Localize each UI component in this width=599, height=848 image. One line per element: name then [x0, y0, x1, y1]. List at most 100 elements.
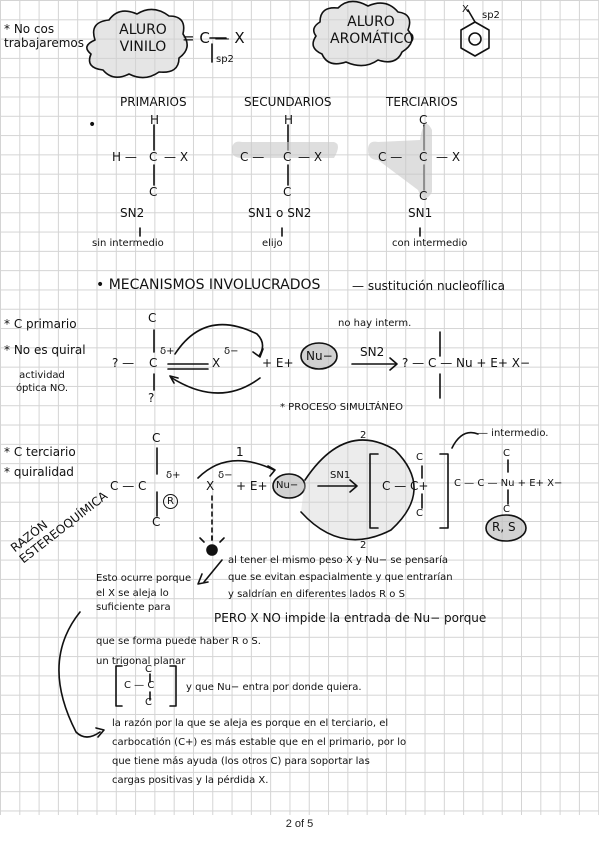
primary-reactant-c: C — [149, 356, 158, 370]
rs-circle — [485, 514, 527, 542]
class-bottom-tertiary: C — [419, 189, 428, 203]
benzene-ring — [460, 21, 490, 57]
tertiary-reactant-x: X — [206, 479, 215, 493]
primary-process: * PROCESO SIMULTÁNEO — [280, 402, 404, 413]
class-right-primary: — X — [164, 150, 189, 164]
primary-electrophile: + E+ — [262, 356, 294, 370]
cloud-aromatic-outline — [312, 0, 413, 67]
mechanisms-subtitle: — sustitución nucleofílica — [352, 279, 506, 293]
product-c-bottom: C — [503, 504, 510, 515]
class-top-primary: H — [150, 113, 160, 127]
vinyl-formula: = C — X — [182, 29, 245, 47]
planar-formula: C — C — [124, 680, 155, 691]
class-left-tertiary: C — — [378, 150, 403, 164]
primary-product: ? — C — Nu + E+ X− — [402, 356, 530, 370]
class-title-tertiary: TERCIARIOS — [386, 95, 458, 109]
class-center-tertiary: C — [419, 150, 428, 164]
tertiary-delta-minus: δ− — [218, 470, 233, 481]
primary-c-top: C — [148, 311, 157, 325]
cloud-vinyl-outline — [86, 8, 188, 79]
primary-delta-plus: δ+ — [160, 346, 175, 357]
explanation-side-note: Esto ocurre porque el X se aleja lo sufi… — [96, 573, 192, 613]
carbocation-c-top: C — [416, 452, 423, 463]
class-note-primary: sin intermedio — [92, 238, 164, 249]
primary-note-2: * No es quiral — [4, 343, 86, 357]
cloud-aromatic-label: ALURO AROMÁTICO — [330, 14, 415, 47]
class-top-secondary: H — [284, 113, 294, 127]
class-title-secondary: SECUNDARIOS — [244, 95, 332, 109]
mechanisms-title: • MECANISMOS INVOLUCRADOS — [96, 277, 321, 293]
tertiary-product: C — C — Nu + E+ X− — [454, 478, 563, 489]
explanation-line-7: y que Nu− entra por donde quiera. — [186, 682, 362, 693]
bullet-dot: • — [88, 117, 97, 133]
explanation-line-6: un trigonal planar — [96, 656, 186, 667]
tertiary-r-mark: R — [163, 494, 178, 509]
primary-note-3: actividad óptica NO. — [15, 370, 69, 394]
tertiary-electrophile: + E+ — [236, 479, 268, 493]
handwritten-drawings — [58, 0, 527, 738]
primary-c-bottom: ? — [148, 391, 155, 405]
tertiary-nucleophile: Nu− — [276, 480, 299, 491]
class-bottom-primary: C — [149, 185, 158, 199]
carbocation-c-bottom: C — [416, 508, 423, 519]
vinyl-sp2: sp2 — [216, 54, 234, 65]
tertiary-reactant-left: C — C — [110, 479, 147, 493]
primary-reactant-x: X — [212, 356, 221, 370]
explanation-line-5: que se forma puede haber R o S. — [96, 636, 261, 647]
primary-arrow-label: SN2 — [360, 345, 385, 359]
explanation-line-3: y saldrían en diferentes lados R o S — [228, 589, 405, 600]
tertiary-c-bottom: C — [152, 515, 161, 529]
class-right-secondary: — X — [298, 150, 323, 164]
class-mech-secondary: SN1 o SN2 — [248, 206, 312, 220]
class-note-secondary: elijo — [262, 238, 283, 249]
explanation-line-8: la razón por la que se aleja es porque e… — [112, 718, 389, 729]
class-left-primary: H — — [112, 150, 137, 164]
planar-c-bottom: C — [145, 697, 152, 708]
explanation-line-1: al tener el mismo peso X y Nu− se pensar… — [228, 555, 449, 566]
page-indicator: 2 of 5 — [285, 818, 314, 830]
class-bottom-secondary: C — [283, 185, 292, 199]
explanation-line-2: que se evitan espacialmente y que entrar… — [228, 572, 453, 583]
header-note: * No cos trabajaremos — [4, 22, 84, 51]
tertiary-c-top: C — [152, 431, 161, 445]
ring-sp2: sp2 — [482, 10, 500, 21]
cloud-vinyl-label: ALURO VINILO — [119, 22, 167, 55]
class-center-secondary: C — [283, 150, 292, 164]
primary-no-intermediate: no hay interm. — [338, 318, 412, 329]
product-c-top: C — [503, 448, 510, 459]
class-right-tertiary: — X — [436, 150, 461, 164]
primary-nucleophile: Nu− — [306, 349, 333, 363]
tertiary-step-2-top: 2 — [360, 430, 367, 441]
grid-paper — [0, 0, 599, 815]
leaving-arrow-bottom — [171, 377, 261, 394]
tertiary-arrow-label: SN1 — [330, 470, 351, 481]
attack-arrow-top — [174, 323, 264, 357]
planar-c-top: C — [145, 664, 152, 675]
tertiary-step-2-bottom: 2 — [360, 540, 367, 551]
class-title-primary: PRIMARIOS — [120, 95, 187, 109]
tertiary-note-2: * quiralidad — [4, 465, 74, 479]
explanation-line-9: carbocatión (C+) es más estable que en e… — [112, 737, 407, 748]
tertiary-step-1: 1 — [236, 445, 244, 459]
nu-circle-primary — [300, 342, 338, 370]
tertiary-rs-label: R, S — [492, 520, 516, 534]
tertiary-intermediate-label: — intermedio. — [478, 428, 549, 439]
primary-note-1: * C primario — [4, 317, 77, 331]
class-top-tertiary: C — [419, 113, 428, 127]
secondary-highlight — [232, 141, 338, 158]
tertiary-carbocation: C — C+ — [382, 479, 429, 493]
nu-circle-tertiary — [272, 473, 306, 499]
primary-delta-minus: δ− — [224, 346, 239, 357]
explanation-line-10: que tiene más ayuda (los otros C) para s… — [112, 756, 370, 767]
tertiary-note-1: * C terciario — [4, 445, 76, 459]
class-mech-primary: SN2 — [120, 206, 145, 220]
class-center-primary: C — [149, 150, 158, 164]
tertiary-delta-plus: δ+ — [166, 470, 181, 481]
attack-arrow-tertiary — [197, 459, 275, 479]
explanation-line-11: cargas positivas y la pérdida X. — [112, 775, 269, 786]
ring-x: X — [462, 4, 469, 15]
primary-reactant-lead: ? — — [112, 356, 135, 370]
class-left-secondary: C — — [240, 150, 265, 164]
explanation-line-4: PERO X NO impide la entrada de Nu− porqu… — [214, 611, 487, 625]
